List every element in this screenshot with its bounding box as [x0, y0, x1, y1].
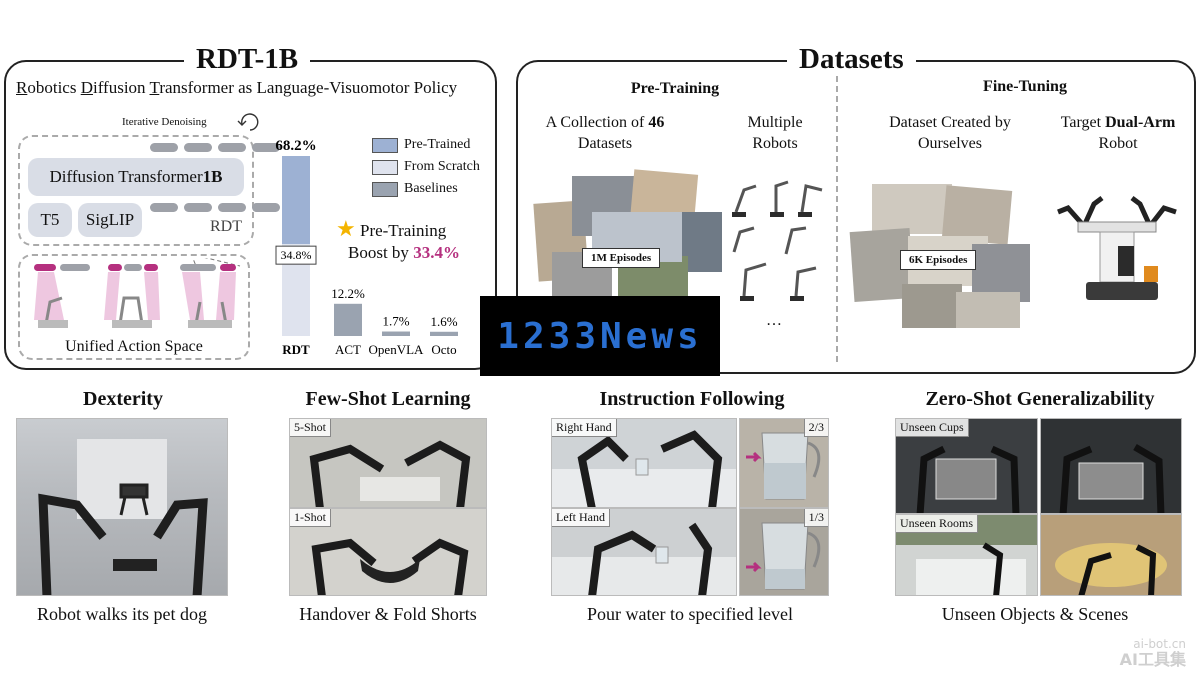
fewshot-photo-1shot: 1-Shot — [289, 508, 487, 596]
star-icon: ★ — [336, 216, 356, 241]
iterative-denoising-label: Iterative Denoising — [122, 116, 207, 128]
datasets-title-rule-left — [712, 60, 782, 62]
tick-label-octo: Octo — [431, 342, 456, 357]
boost-value: 33.4% — [413, 243, 460, 262]
zeroshot-photo-cups-1: Unseen Cups — [895, 418, 1038, 514]
bar-act — [334, 303, 362, 336]
value-label-openvla: 1.7% — [382, 314, 409, 329]
zeroshot-photo-rooms-2 — [1040, 514, 1182, 596]
value-label-act: 12.2% — [331, 286, 365, 301]
output-tokens — [150, 143, 280, 152]
site-watermark: ai-bot.cn AI工具集 — [1046, 636, 1186, 668]
diffusion-transformer-block: Diffusion Transformer 1B — [28, 158, 244, 196]
legend-swatch-baselines — [372, 181, 398, 197]
legend-pretrained: Pre-Trained — [372, 137, 470, 153]
fewshot-title: Few-Shot Learning — [305, 388, 471, 410]
value-label-rdt-scratch: 34.8% — [281, 248, 312, 262]
bar-rdt-pretrained — [282, 156, 310, 245]
zeroshot-label-rooms: Unseen Rooms — [896, 515, 978, 533]
site-watermark-url: ai-bot.cn — [1133, 637, 1186, 651]
instruction-fraction-one-third: 1/3 — [803, 509, 828, 527]
value-label-octo: 1.6% — [430, 314, 457, 329]
cup-closeup-one-third: 1/3 — [739, 508, 829, 596]
success-rate-chart: 68.2% 34.8% 12.2% 1.7% 1.6% RDT ACT OpenVLA Octo — [275, 138, 458, 357]
unified-action-space-diagram — [34, 258, 241, 328]
zeroshot-photo-cups-2 — [1040, 418, 1182, 514]
rdt-subtitle: Robotics Diffusion Transformer as Langua… — [16, 78, 458, 97]
cup-closeup-two-thirds: 2/3 — [739, 418, 829, 508]
finetuning-collage — [849, 180, 1032, 330]
tick-label-openvla: OpenVLA — [369, 342, 424, 357]
instruction-photo-right: Right Hand — [551, 418, 737, 508]
bar-octo — [430, 331, 458, 336]
fewshot-label-5shot: 5-Shot — [290, 419, 332, 437]
episodes-6k-badge: 6K Episodes — [900, 250, 977, 270]
unified-action-space-block — [18, 254, 250, 360]
zeroshot-title: Zero-Shot Generalizability — [925, 388, 1155, 410]
rdt-label: RDT — [210, 218, 242, 235]
legend-swatch-from-scratch — [372, 159, 398, 175]
instruction-label-left: Left Hand — [552, 509, 610, 527]
value-label-box-rdt-scratch — [275, 245, 317, 265]
t5-encoder: T5 — [28, 203, 72, 237]
chart-area: 68.2% 34.8% 12.2% 1.7% 1.6% RDT ACT OpenVLA Octo — [268, 130, 478, 357]
dexterity-photo — [16, 418, 228, 596]
pretraining-collage — [532, 169, 724, 296]
boost-annotation: ★ Pre-Training Boost by 33.4% — [336, 216, 460, 263]
news-watermark: 1233News — [480, 296, 720, 376]
unified-action-space-label: Unified Action Space — [65, 338, 203, 355]
dexterity-title: Dexterity — [83, 388, 163, 410]
dexterity-caption: Robot walks its pet dog — [37, 604, 207, 624]
fewshot-label-1shot: 1-Shot — [290, 509, 332, 527]
fewshot-caption: Handover & Fold Shorts — [299, 604, 477, 624]
pretraining-heading: Pre-Training — [630, 80, 720, 97]
instruction-photo-left: Left Hand — [551, 508, 737, 596]
value-label-rdt-pretrained: 68.2% — [275, 138, 316, 154]
zeroshot-photo-rooms-1: Unseen Rooms — [895, 514, 1038, 596]
instruction-title: Instruction Following — [599, 388, 785, 410]
more-robots-ellipsis: … — [766, 312, 782, 329]
site-watermark-cn: AI工具集 — [1119, 650, 1186, 669]
dual-arm-robot-image — [1057, 196, 1177, 300]
legend-from-scratch: From Scratch — [372, 159, 480, 175]
bar-openvla — [382, 331, 410, 336]
rdt-block — [18, 135, 254, 246]
instruction-caption: Pour water to specified level — [587, 604, 793, 624]
zeroshot-caption: Unseen Objects & Scenes — [941, 604, 1129, 624]
episodes-1m-badge: 1M Episodes — [582, 248, 661, 268]
instruction-fraction-two-thirds: 2/3 — [803, 419, 828, 437]
legend-swatch-pretrained — [372, 137, 398, 153]
finetuning-heading: Fine-Tuning — [983, 78, 1067, 95]
input-tokens — [150, 203, 280, 212]
datasets-divider — [836, 76, 838, 362]
rdt-title: RDT-1B — [184, 42, 311, 76]
tick-label-act: ACT — [335, 342, 361, 357]
zeroshot-label-cups: Unseen Cups — [896, 419, 969, 437]
robot-arms-grid — [732, 180, 823, 301]
instruction-label-right: Right Hand — [552, 419, 617, 437]
siglip-encoder: SigLIP — [78, 203, 142, 237]
fewshot-photo-5shot: 5-Shot — [289, 418, 487, 508]
robot-dog-scene — [38, 483, 208, 595]
tick-label-rdt: RDT — [282, 342, 310, 357]
loop-arrow-icon — [237, 113, 259, 131]
datasets-title: Datasets — [787, 42, 916, 76]
legend-baselines: Baselines — [372, 181, 458, 197]
